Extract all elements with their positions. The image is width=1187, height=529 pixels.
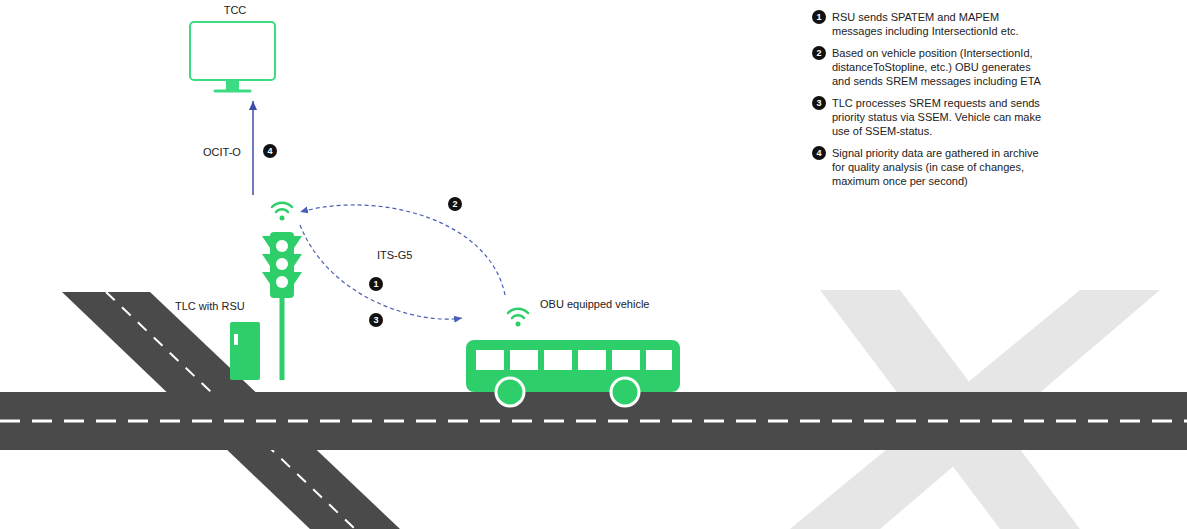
- wifi-arc: [512, 315, 524, 318]
- cabinet-handle: [234, 334, 238, 345]
- callout-number: 4: [812, 146, 826, 160]
- connector: [252, 101, 254, 195]
- label-anchor: 3: [369, 313, 383, 327]
- callout-number: 1: [369, 277, 383, 291]
- monitor-stand: [226, 80, 239, 90]
- light-flap: [262, 254, 270, 266]
- node-label: TLC with RSU: [175, 299, 245, 313]
- monitor-base: [215, 90, 250, 93]
- bus-wheel: [611, 378, 639, 406]
- icon-node: TCC: [183, 2, 287, 100]
- lamp: [276, 276, 288, 288]
- legend-row: 2 Based on vehicle position (Intersection…: [812, 46, 1052, 88]
- bus-window: [510, 350, 538, 370]
- connector: [300, 205, 505, 295]
- label-anchor: ITS-G5: [377, 248, 412, 262]
- label-anchor: 1: [369, 277, 383, 291]
- main-road: [0, 392, 1187, 450]
- node-label: OBU equipped vehicle: [540, 297, 649, 311]
- callout-number: 4: [263, 144, 277, 158]
- wifi-arc: [508, 309, 528, 313]
- legend-column: 1 RSU sends SPATEM and MAPEM messages inc…: [812, 10, 1052, 196]
- bus-window: [578, 350, 606, 370]
- label-anchor: 2: [448, 197, 462, 211]
- wifi-dot: [516, 322, 521, 327]
- label-anchor: OCIT-O: [201, 145, 243, 159]
- traffic-light-icon: [230, 203, 302, 380]
- legend-row: 1 RSU sends SPATEM and MAPEM messages inc…: [812, 10, 1052, 38]
- light-flap: [262, 272, 270, 284]
- bus-window: [544, 350, 572, 370]
- channel-label: ITS-G5: [377, 248, 412, 262]
- wifi-dot: [280, 216, 285, 221]
- step-description: TLC processes SREM requests and sends pr…: [832, 96, 1047, 138]
- icon-node: TLC with RSU: [165, 195, 300, 385]
- light-pole: [280, 298, 285, 380]
- icon-node: OBU equipped vehicle: [462, 295, 687, 410]
- callout-number: 3: [812, 96, 826, 110]
- light-flap: [294, 272, 302, 284]
- callout-number: 2: [448, 197, 462, 211]
- step-description: RSU sends SPATEM and MAPEM messages incl…: [832, 10, 1047, 38]
- callout-number: 2: [812, 46, 826, 60]
- light-head: [270, 232, 294, 298]
- bus-window: [476, 350, 504, 370]
- lane-marking: [0, 420, 1187, 423]
- bus-window: [646, 350, 672, 370]
- wifi-arc: [272, 203, 292, 207]
- step-description: Signal priority data are gathered in arc…: [832, 146, 1047, 188]
- callout-number: 3: [369, 313, 383, 327]
- connector: [300, 225, 462, 319]
- controller-cabinet: [230, 322, 260, 380]
- bus-icon: [466, 309, 680, 406]
- edge-label: OCIT-O: [201, 145, 243, 159]
- lamp: [276, 258, 288, 270]
- label-anchor: 4: [263, 144, 277, 158]
- node-label: TCC: [183, 3, 287, 17]
- legend-row: 4 Signal priority data are gathered in ar…: [812, 146, 1052, 188]
- light-flap: [294, 236, 302, 248]
- bus-window: [612, 350, 640, 370]
- wifi-arc: [276, 209, 288, 212]
- callout-number: 1: [812, 10, 826, 24]
- lamp: [276, 240, 288, 252]
- monitor-screen: [190, 22, 275, 80]
- step-description: Based on vehicle position (IntersectionI…: [832, 46, 1047, 88]
- legend-row: 3 TLC processes SREM requests and sends p…: [812, 96, 1052, 138]
- bus-wheel: [496, 378, 524, 406]
- monitor-icon: [190, 22, 275, 91]
- light-flap: [294, 254, 302, 266]
- light-flap: [262, 236, 270, 248]
